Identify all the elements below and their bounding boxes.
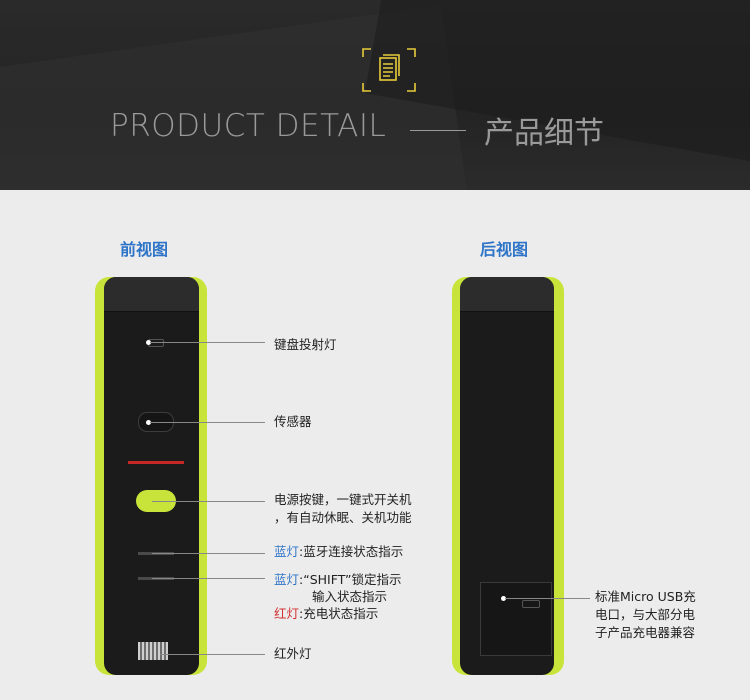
- usb-port-recess: [480, 582, 552, 656]
- blue-led-prefix: 蓝灯: [274, 572, 300, 587]
- back-view-title: 后视图: [480, 240, 529, 259]
- callout-dot: [146, 420, 151, 425]
- micro-usb-port: [522, 600, 540, 608]
- label-blue-led-2-sub: 输入状态指示: [312, 589, 388, 604]
- label-power-line1: 电源按键，一键式开关机: [274, 492, 412, 507]
- device-body: [104, 277, 199, 675]
- red-led-text: :充电状态指示: [299, 606, 379, 621]
- label-blue-led-1: 蓝灯:蓝牙连接状态指示: [274, 543, 403, 561]
- label-projector: 键盘投射灯: [274, 337, 337, 352]
- back-device: [452, 277, 564, 675]
- red-indicator-bar: [128, 461, 184, 464]
- callout-line: [150, 342, 265, 343]
- callout-line: [152, 553, 265, 554]
- blue-led-text: :“SHIFT”锁定指示: [299, 572, 402, 587]
- label-sensor: 传感器: [274, 414, 312, 429]
- label-usb-line3: 子产品充电器兼容: [595, 625, 696, 640]
- blue-led-text: :蓝牙连接状态指示: [299, 544, 404, 559]
- red-led-prefix: 红灯: [274, 606, 300, 621]
- blue-led-prefix: 蓝灯: [274, 544, 300, 559]
- callout-dot: [146, 340, 151, 345]
- title-divider: [410, 130, 466, 131]
- title-chinese: 产品细节: [484, 116, 604, 151]
- header-banner: PRODUCT DETAIL 产品细节: [0, 0, 750, 190]
- infrared-light: [138, 642, 168, 660]
- callout-line: [152, 578, 265, 579]
- label-usb-line2: 电口，与大部分电: [595, 607, 696, 622]
- callout-dot: [501, 596, 506, 601]
- device-top-cap: [104, 277, 199, 312]
- device-top-cap: [460, 277, 554, 312]
- label-red-led: 红灯:充电状态指示: [274, 605, 378, 623]
- callout-line: [505, 598, 590, 599]
- callout-line: [150, 422, 265, 423]
- document-icon: [362, 48, 416, 92]
- label-power-line2: ，有自动休眠、关机功能: [274, 510, 412, 525]
- title-english: PRODUCT DETAIL: [110, 108, 387, 144]
- callout-line: [160, 654, 265, 655]
- label-blue-led-2: 蓝灯:“SHIFT”锁定指示: [274, 571, 402, 589]
- front-device: [95, 277, 207, 675]
- device-body: [460, 277, 554, 675]
- front-view-title: 前视图: [120, 240, 169, 259]
- label-infrared: 红外灯: [274, 646, 312, 661]
- label-usb-line1: 标准Micro USB充: [595, 589, 696, 604]
- callout-line: [152, 501, 265, 502]
